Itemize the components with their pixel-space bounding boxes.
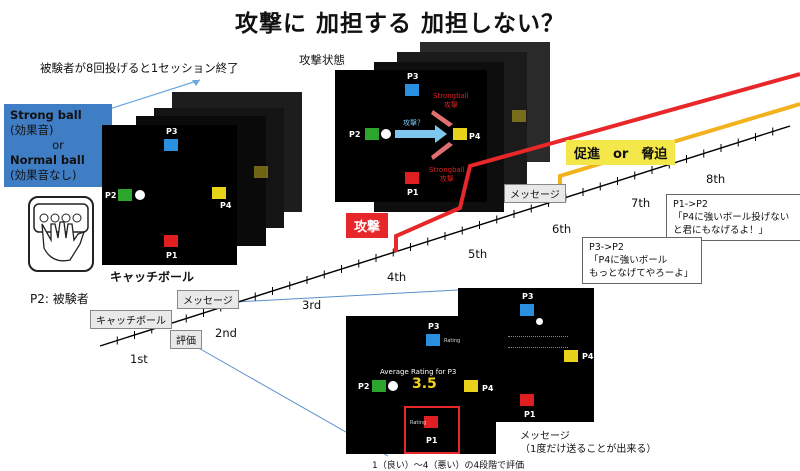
attack-p2-square [365,128,379,140]
p1-square [164,235,178,247]
rating-box: 評価 [170,330,202,349]
rating-highlight-box [404,406,460,454]
msg-p1-label: P1 [524,410,536,419]
response-pad [28,196,94,272]
tick-label-1st: 1st [130,352,148,366]
message-connector [234,289,459,303]
rating-p1-square [424,416,438,428]
p1-label: P1 [166,251,178,260]
attack-label: 攻撃 [346,213,389,238]
msg-p3-square [520,304,534,316]
promote-threat-label: 促進 or 脅迫 [566,140,676,165]
msg-ball [536,318,543,325]
p4-square-dim-2 [512,110,526,122]
tick-label-6th: 6th [552,222,572,236]
catch-ball-screen: P3 P2 P4 P1 [102,125,237,265]
rating-p3-square [426,334,440,346]
catch-ball-caption: キャッチボール [110,270,195,284]
normal-ball-sub: (効果音なし) [10,168,77,182]
bottom-red-arrow [431,142,453,160]
attack-line [394,72,800,252]
attack-p4-label: P4 [469,132,481,141]
attack-p1-square [405,172,419,184]
message-box-left: メッセージ [177,290,239,309]
rating-p2-square [372,380,386,392]
rating-ball [388,381,398,391]
p4-square [212,187,226,199]
attack-p3-label: P3 [407,72,419,81]
p2-label: P2 [105,191,117,200]
tick-label-4th: 4th [387,270,407,284]
tick-label-7th: 7th [631,196,651,210]
attack-p2-label: P2 [349,130,361,139]
average-rating-label: Average Rating for P3 [380,368,457,376]
note-arrow-line [99,79,201,113]
attack-ball [381,129,391,139]
question-arrow [395,125,447,143]
strong-ball-label: Strong ball [10,108,82,122]
rating-p3-label: P3 [428,322,440,331]
normal-ball-label: Normal ball [10,153,85,167]
quote-p1-to-p2: P1->P2 「P4に強いボール投げないと君にもなげるよ！」 [666,194,800,241]
msg-text-lines [508,336,568,348]
attack-arrows [395,110,453,160]
or-label: or [52,138,64,152]
page-title: 攻撃に 加担する 加担しない？ [234,11,565,37]
rating-screen: P3 Rating Average Rating for P3 3.5 P2 P… [346,316,496,454]
msg-p4-square [564,350,578,362]
note-arrow-head [192,80,200,86]
rating-p2-label: P2 [358,382,370,391]
subject-caption: P2: 被験者 [30,292,89,306]
p4-square-dim [254,166,268,178]
ball [135,190,145,200]
tick-label-2nd: 2nd [215,326,237,340]
p4-label: P4 [220,201,232,210]
average-rating-value: 3.5 [412,376,437,392]
msg-p4-label: P4 [582,352,594,361]
attack-p1-label: P1 [407,188,419,197]
msg-p1-square [520,394,534,406]
rating-p4-label: P4 [482,384,494,393]
tick-label-3rd: 3rd [302,298,322,312]
catch-ball-box: キャッチボール [90,310,172,329]
tick-label-8th: 8th [706,172,726,186]
tick-label-5th: 5th [468,247,488,261]
attack-state-note: 攻撃状態 [299,53,345,67]
rating-caption: 1（良い）〜4（悪い）の4段階で評価 [372,461,525,471]
attack-question: 攻撃？ [403,119,424,127]
strong-ball-sub: (効果音) [10,123,54,137]
message-caption: メッセージ （1度だけ送ることが出来る） [520,431,657,455]
session-end-note: 被験者が8回投げると1セッション終了 [40,61,239,75]
p3-label: P3 [166,127,178,136]
timeline-ticks [116,127,774,345]
p2-square [118,189,132,201]
rating-p4-square [464,380,478,392]
rating-word-p1: Rating [410,420,427,426]
message-box-right: メッセージ [504,184,566,203]
attack-p4-square [453,128,467,140]
msg-p3-label: P3 [522,292,534,301]
quote-p3-to-p2: P3->P2 「P4に強いボール もっとなげてやろーよ」 [582,237,702,284]
attack-p3-square [405,84,419,96]
p3-square [164,139,178,151]
top-red-arrow [431,110,453,127]
rating-p1-label: P1 [426,436,438,445]
rating-word-p3: Rating [444,338,461,344]
hand-icon [33,203,89,262]
ball-type-panel: Strong ball (効果音) or Normal ball (効果音なし) [4,104,112,187]
